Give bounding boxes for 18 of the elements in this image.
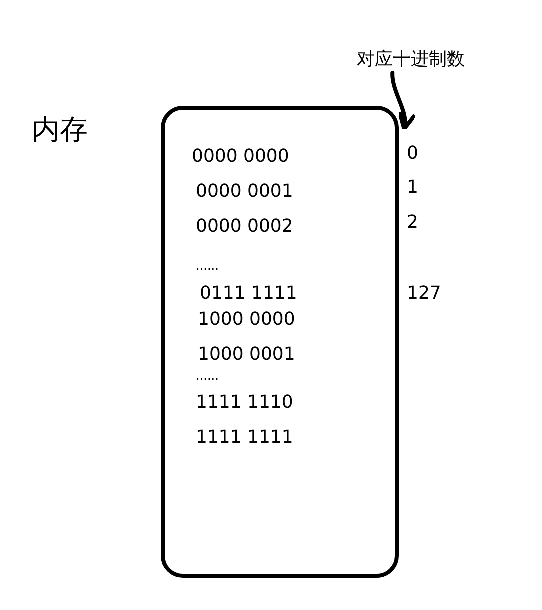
decimal-value: 127 xyxy=(407,285,442,303)
arrow xyxy=(390,71,416,132)
binary-value: 1000 0001 xyxy=(198,346,296,364)
ellipsis-text: ...... xyxy=(196,370,219,382)
binary-value: 1111 1110 xyxy=(196,394,294,412)
binary-value: 0000 0001 xyxy=(196,183,294,201)
memory-label: 内存 xyxy=(32,116,88,144)
decimal-value: 2 xyxy=(407,214,418,232)
binary-value: 0000 0002 xyxy=(196,218,294,236)
decimal-value: 0 xyxy=(407,145,418,163)
decimal-value: 1 xyxy=(407,179,418,197)
binary-value: 1111 1111 xyxy=(196,429,294,447)
binary-value: 0000 0000 xyxy=(192,148,290,166)
ellipsis-text: ...... xyxy=(196,260,219,272)
caption-text: 对应十进制数 xyxy=(357,51,465,69)
binary-value: 1000 0000 xyxy=(198,311,296,329)
binary-value: 0111 1111 xyxy=(200,285,298,303)
memory-block xyxy=(161,106,399,578)
